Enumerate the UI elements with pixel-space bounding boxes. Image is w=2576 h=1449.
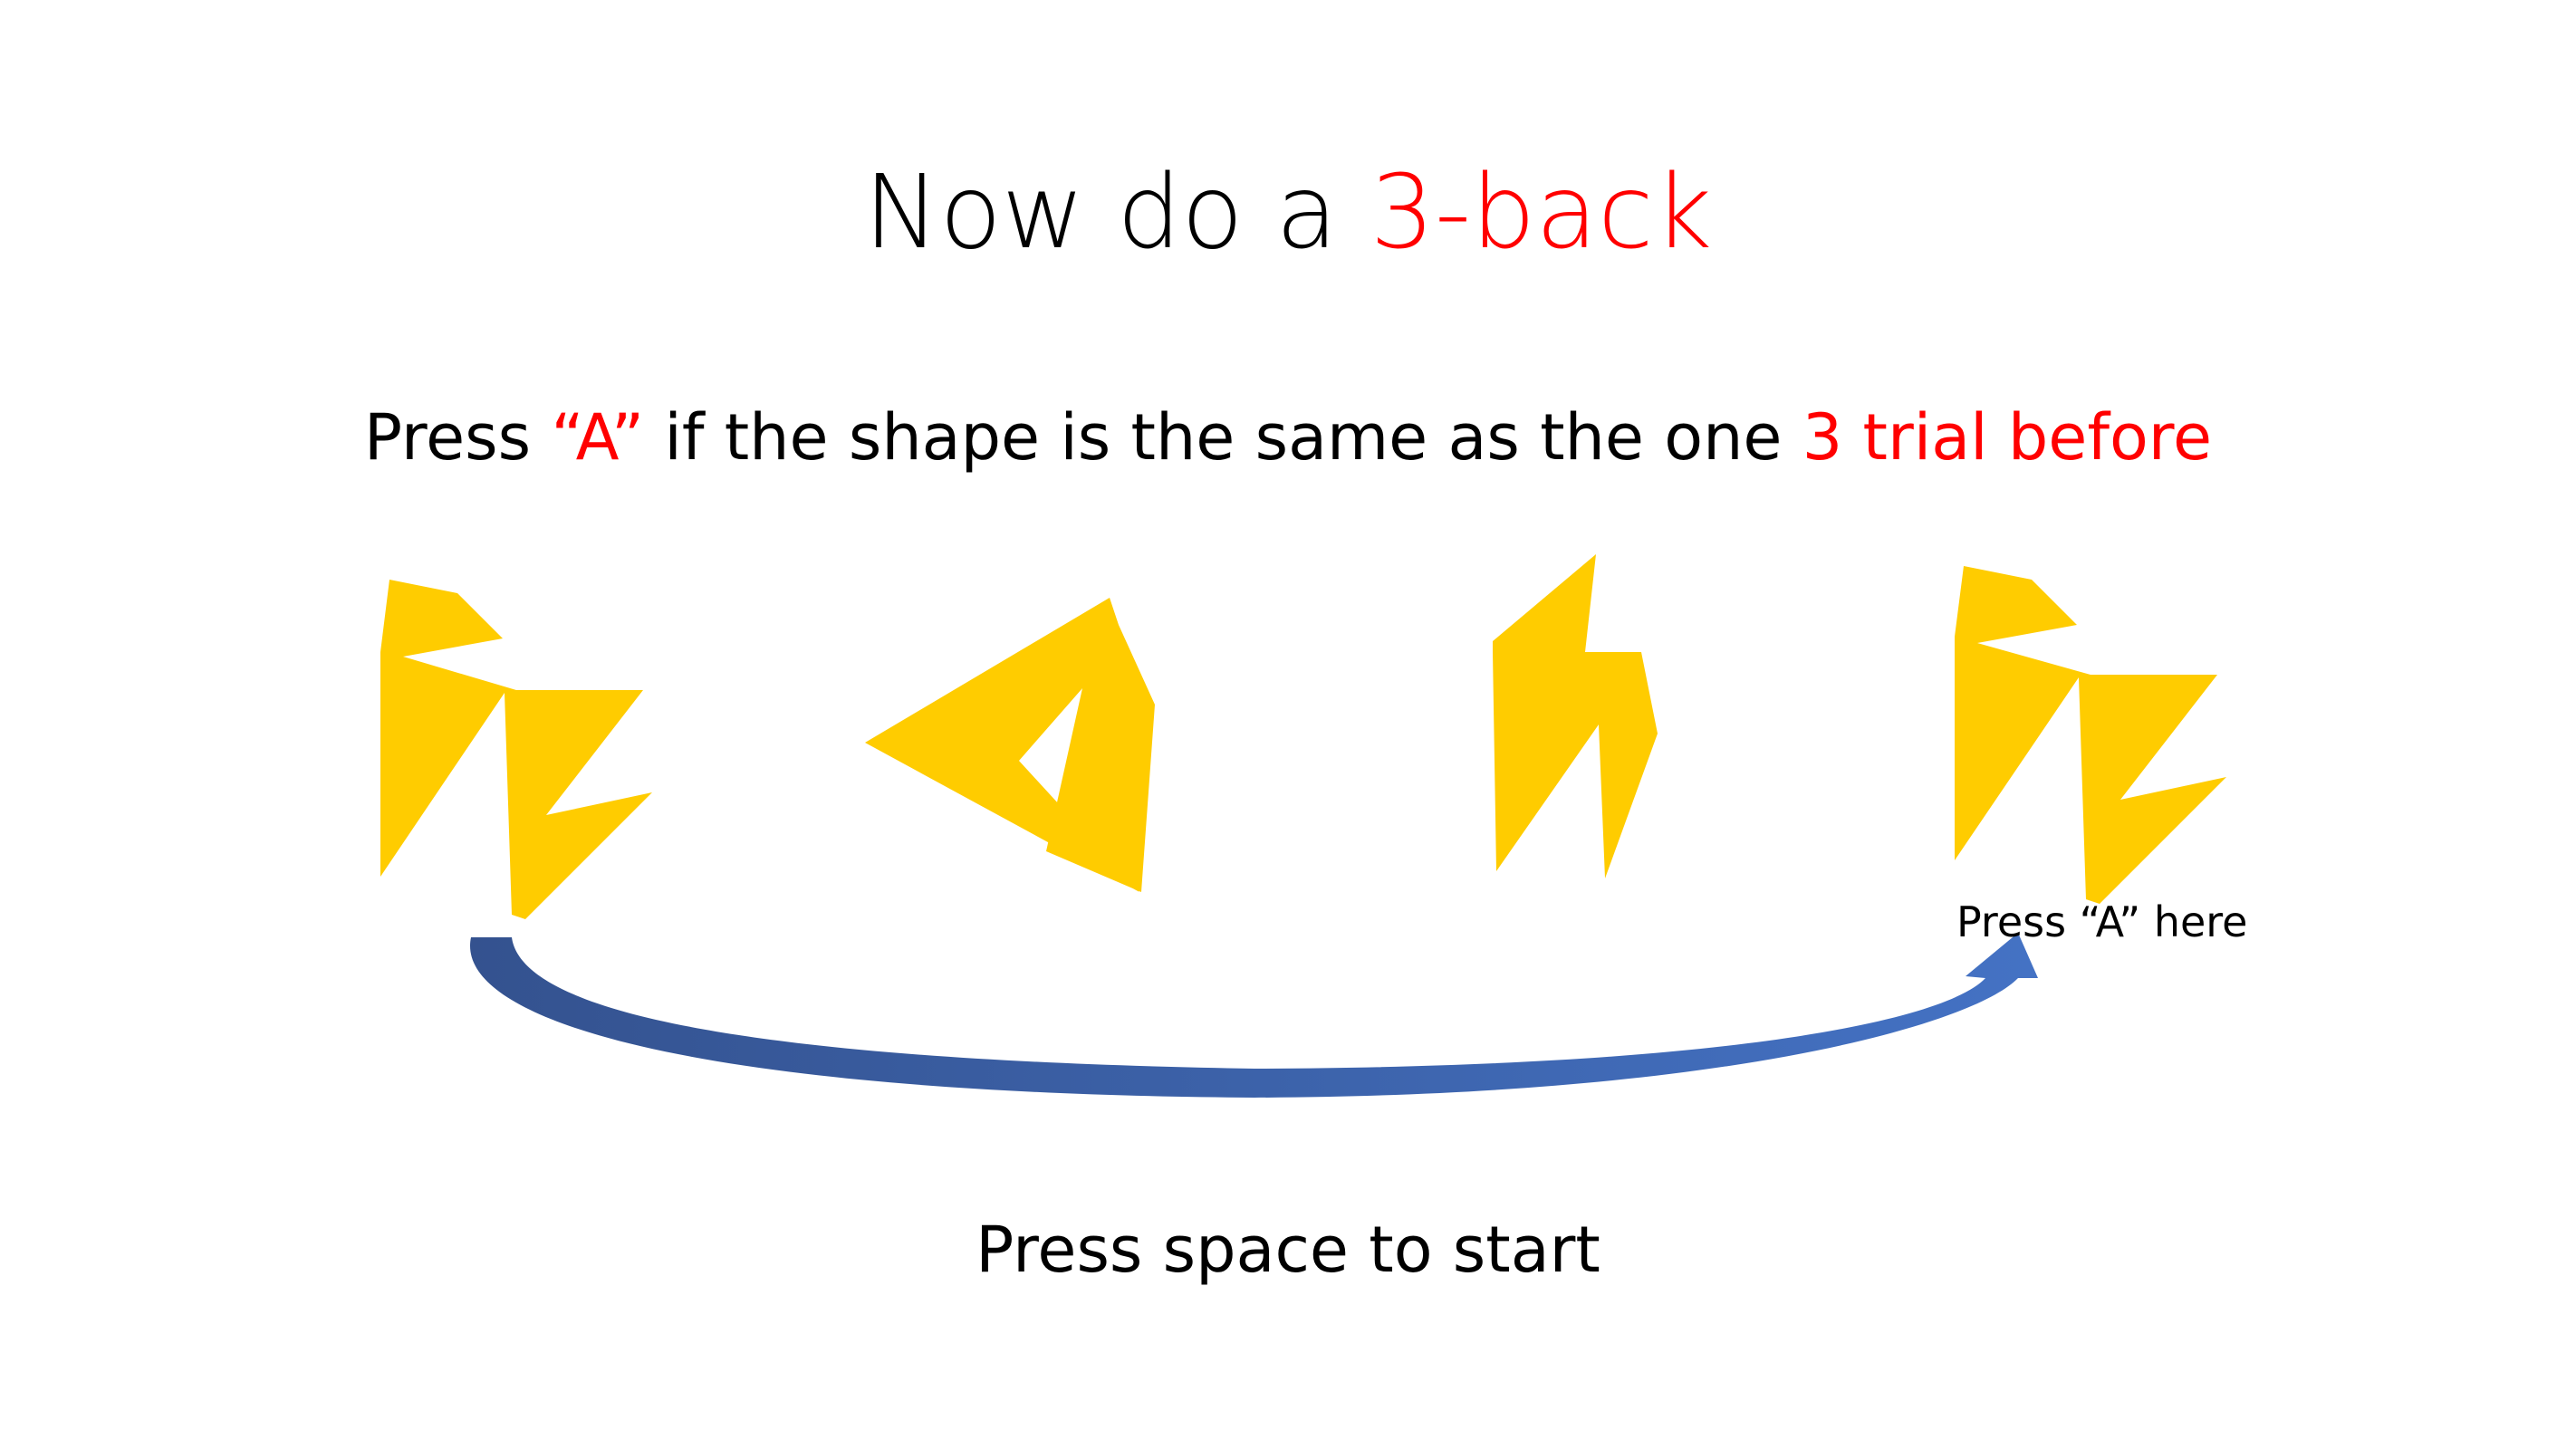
title-highlight: 3-back [1370,154,1713,272]
shape-1-body [380,580,652,919]
instruction-part1: Press [363,400,552,475]
shape-1 [380,580,652,919]
three-back-arrow [470,933,2038,1098]
slide-title: Now do a 3-back [0,149,2576,276]
shape-2 [865,598,1155,892]
shape-3-body [1493,554,1658,878]
shape-3 [1493,554,1658,878]
instruction-key: “A” [551,400,645,475]
shape-4-body [1955,566,2226,904]
shape-4 [1955,566,2226,904]
title-prefix: Now do a [863,154,1370,272]
instruction-text: Press “A” if the shape is the same as th… [0,397,2576,478]
shape-2-body [865,598,1155,892]
start-prompt: Press space to start [976,1213,1600,1287]
instruction-part2: if the shape is the same as the one [644,400,1802,475]
press-a-annotation: Press “A” here [1956,897,2248,946]
instruction-highlight: 3 trial before [1802,400,2213,475]
